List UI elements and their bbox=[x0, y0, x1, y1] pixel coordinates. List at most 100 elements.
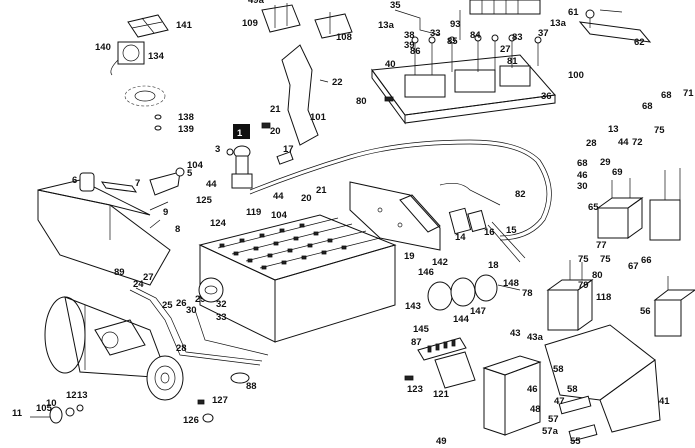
callout-32: 32 bbox=[216, 299, 227, 310]
callout-21-mid: 21 bbox=[316, 185, 327, 196]
callout-68-a: 68 bbox=[642, 101, 653, 112]
callout-81: 81 bbox=[507, 56, 518, 67]
callout-80-mid: 80 bbox=[592, 270, 603, 281]
callout-40: 40 bbox=[385, 59, 396, 70]
callout-25: 25 bbox=[162, 300, 173, 311]
callout-3: 3 bbox=[215, 144, 220, 155]
callout-27-top: 27 bbox=[500, 44, 511, 55]
battery-box bbox=[198, 214, 397, 343]
callout-24: 24 bbox=[133, 279, 144, 290]
callout-28-right: 28 bbox=[586, 138, 597, 149]
callout-78: 78 bbox=[522, 288, 533, 299]
connector-plug bbox=[448, 207, 526, 263]
bracket-109 bbox=[261, 3, 353, 39]
callout-29-right: 29 bbox=[600, 157, 611, 168]
callout-49: 49 bbox=[436, 436, 447, 447]
callout-83: 83 bbox=[512, 32, 523, 43]
callout-75-c: 75 bbox=[654, 125, 665, 136]
callout-104-left: 104 bbox=[187, 160, 204, 171]
callout-85: 85 bbox=[447, 36, 458, 47]
ring-88 bbox=[230, 372, 250, 384]
callout-29: 29 bbox=[195, 294, 206, 305]
callout-22: 22 bbox=[332, 77, 343, 88]
contactor-main bbox=[546, 260, 594, 331]
callout-13-left: 13 bbox=[77, 390, 88, 401]
callout-57: 57 bbox=[548, 414, 559, 425]
callout-5: 5 bbox=[187, 168, 193, 179]
callout-68-c: 68 bbox=[661, 90, 672, 101]
callout-20-top: 20 bbox=[270, 126, 281, 137]
callout-127: 127 bbox=[212, 395, 228, 406]
callout-68-b: 68 bbox=[577, 158, 588, 169]
callout-19: 19 bbox=[404, 251, 415, 262]
callout-33-mid: 33 bbox=[216, 312, 227, 323]
capacitor-bank bbox=[427, 274, 521, 311]
callout-14: 14 bbox=[455, 232, 466, 243]
callout-75-b: 75 bbox=[600, 254, 611, 265]
callout-101: 101 bbox=[310, 112, 327, 123]
callout-18: 18 bbox=[488, 260, 499, 271]
clip-17 bbox=[276, 151, 294, 165]
callout-145: 145 bbox=[413, 324, 430, 335]
callout-109: 109 bbox=[242, 18, 258, 29]
callout-57a: 57a bbox=[542, 426, 559, 437]
callout-80-top: 80 bbox=[356, 96, 367, 107]
callout-38-top: 38 bbox=[404, 30, 415, 41]
callout-26: 26 bbox=[176, 298, 187, 309]
callout-20-mid: 20 bbox=[301, 193, 312, 204]
callout-43a: 43a bbox=[527, 332, 544, 343]
callout-49a: 49a bbox=[248, 0, 265, 6]
callout-13a-left: 13a bbox=[378, 20, 395, 31]
callout-118: 118 bbox=[596, 292, 611, 303]
callout-44-right: 44 bbox=[618, 137, 629, 148]
callout-44-left: 44 bbox=[206, 179, 217, 190]
callout-17: 17 bbox=[283, 144, 294, 155]
bracket-19 bbox=[349, 181, 441, 251]
callout-148: 148 bbox=[503, 278, 519, 289]
callout-142: 142 bbox=[432, 257, 448, 268]
cover-plate bbox=[281, 44, 329, 146]
callout-13-right: 13 bbox=[608, 124, 619, 135]
callout-13a-right: 13a bbox=[550, 18, 567, 29]
callout-86: 86 bbox=[410, 46, 421, 57]
callout-58-a: 58 bbox=[553, 364, 564, 375]
callout-62: 62 bbox=[634, 37, 645, 48]
callout-123: 123 bbox=[407, 384, 423, 395]
callout-134: 134 bbox=[148, 51, 165, 62]
contactor-board bbox=[371, 0, 556, 125]
motor-cables bbox=[129, 277, 269, 366]
callout-33-top: 33 bbox=[430, 28, 441, 39]
callout-30: 30 bbox=[186, 305, 197, 316]
fan-assembly bbox=[110, 14, 169, 131]
callout-67: 67 bbox=[628, 261, 639, 272]
callout-1: 1 bbox=[237, 128, 243, 139]
drive-motor bbox=[44, 296, 184, 401]
callout-8: 8 bbox=[175, 224, 180, 235]
callout-47: 47 bbox=[554, 396, 565, 407]
callout-58-b: 58 bbox=[567, 384, 578, 395]
callout-104-mid: 104 bbox=[271, 210, 288, 221]
callout-82: 82 bbox=[515, 189, 526, 200]
plate-121 bbox=[434, 351, 476, 389]
bottom-fasteners bbox=[30, 399, 214, 424]
callout-7: 7 bbox=[135, 178, 140, 189]
callout-146: 146 bbox=[418, 267, 434, 278]
callout-55: 55 bbox=[570, 436, 581, 447]
callout-147: 147 bbox=[470, 306, 486, 317]
callout-143: 143 bbox=[405, 301, 421, 312]
callout-72: 72 bbox=[632, 137, 643, 148]
callout-39: 39 bbox=[404, 40, 415, 51]
callout-27-left: 27 bbox=[143, 272, 154, 283]
controller-box bbox=[482, 355, 542, 436]
callout-30-right: 30 bbox=[577, 181, 588, 192]
terminal-strip bbox=[417, 337, 467, 361]
callout-48: 48 bbox=[530, 404, 541, 415]
callout-6: 6 bbox=[72, 175, 77, 186]
callout-9: 9 bbox=[163, 207, 168, 218]
callout-89: 89 bbox=[114, 267, 125, 278]
callout-61: 61 bbox=[568, 7, 579, 18]
callout-125: 125 bbox=[196, 195, 213, 206]
callout-11: 11 bbox=[12, 408, 23, 419]
callout-105: 105 bbox=[36, 403, 53, 414]
